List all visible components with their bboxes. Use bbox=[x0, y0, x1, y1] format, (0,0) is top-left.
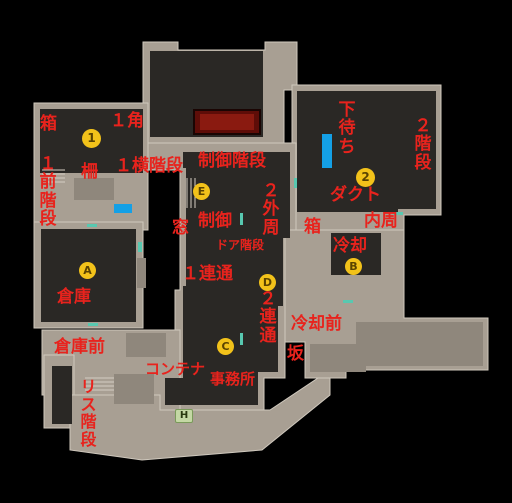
label-warehouse: 倉庫 bbox=[57, 287, 91, 307]
marker-b: B bbox=[345, 258, 362, 275]
label-ichi-mae-kaidan: １前階段 bbox=[39, 154, 57, 230]
marker-e: E bbox=[193, 183, 210, 200]
marker-h: H bbox=[175, 409, 193, 423]
blue-marker-vertical bbox=[322, 134, 332, 168]
doors bbox=[87, 178, 403, 345]
marker-a: A bbox=[79, 262, 96, 279]
label-box-top: 箱 bbox=[40, 114, 57, 134]
label-squirrel-stairs: リス階段 bbox=[80, 377, 97, 449]
label-ni-rentsu: ２連通 bbox=[259, 289, 277, 346]
marker-2: 2 bbox=[356, 168, 375, 187]
map-floor-light bbox=[74, 178, 483, 404]
label-ni-sotomawari: ２外周 bbox=[262, 181, 280, 238]
label-door-stairs: ドア階段 bbox=[216, 238, 265, 252]
label-cooling-front: 冷却前 bbox=[291, 314, 342, 334]
label-fence: 柵 bbox=[81, 162, 98, 182]
label-ichi-yoko-kaidan: １横階段 bbox=[115, 156, 183, 176]
marker-d: D bbox=[259, 274, 276, 291]
label-ikkaku: １角 bbox=[110, 111, 144, 131]
label-container: コンテナ bbox=[145, 360, 206, 378]
label-shitamachi: 下待ち bbox=[338, 100, 356, 157]
blue-marker-horizontal bbox=[114, 204, 132, 213]
label-inner-perimeter: 内周 bbox=[364, 211, 398, 231]
label-box-mid: 箱 bbox=[304, 217, 321, 237]
label-window: 窓 bbox=[172, 218, 189, 238]
label-control-stairs: 制御階段 bbox=[198, 151, 266, 171]
label-office: 事務所 bbox=[210, 370, 256, 388]
label-control: 制御 bbox=[198, 211, 232, 231]
label-ichi-rentsu: １連通 bbox=[182, 264, 233, 284]
label-cooling: 冷却 bbox=[333, 236, 367, 256]
marker-1: 1 bbox=[82, 129, 101, 148]
marker-c: C bbox=[217, 338, 234, 355]
stairs bbox=[42, 169, 196, 391]
label-warehouse-front: 倉庫前 bbox=[54, 337, 105, 357]
label-duct: ダクト bbox=[330, 185, 381, 205]
label-ni-kaidan: ２階段 bbox=[414, 116, 432, 173]
label-slope: 坂 bbox=[287, 344, 304, 364]
map-floors bbox=[40, 51, 436, 424]
hazard-vent-inner bbox=[200, 114, 254, 130]
